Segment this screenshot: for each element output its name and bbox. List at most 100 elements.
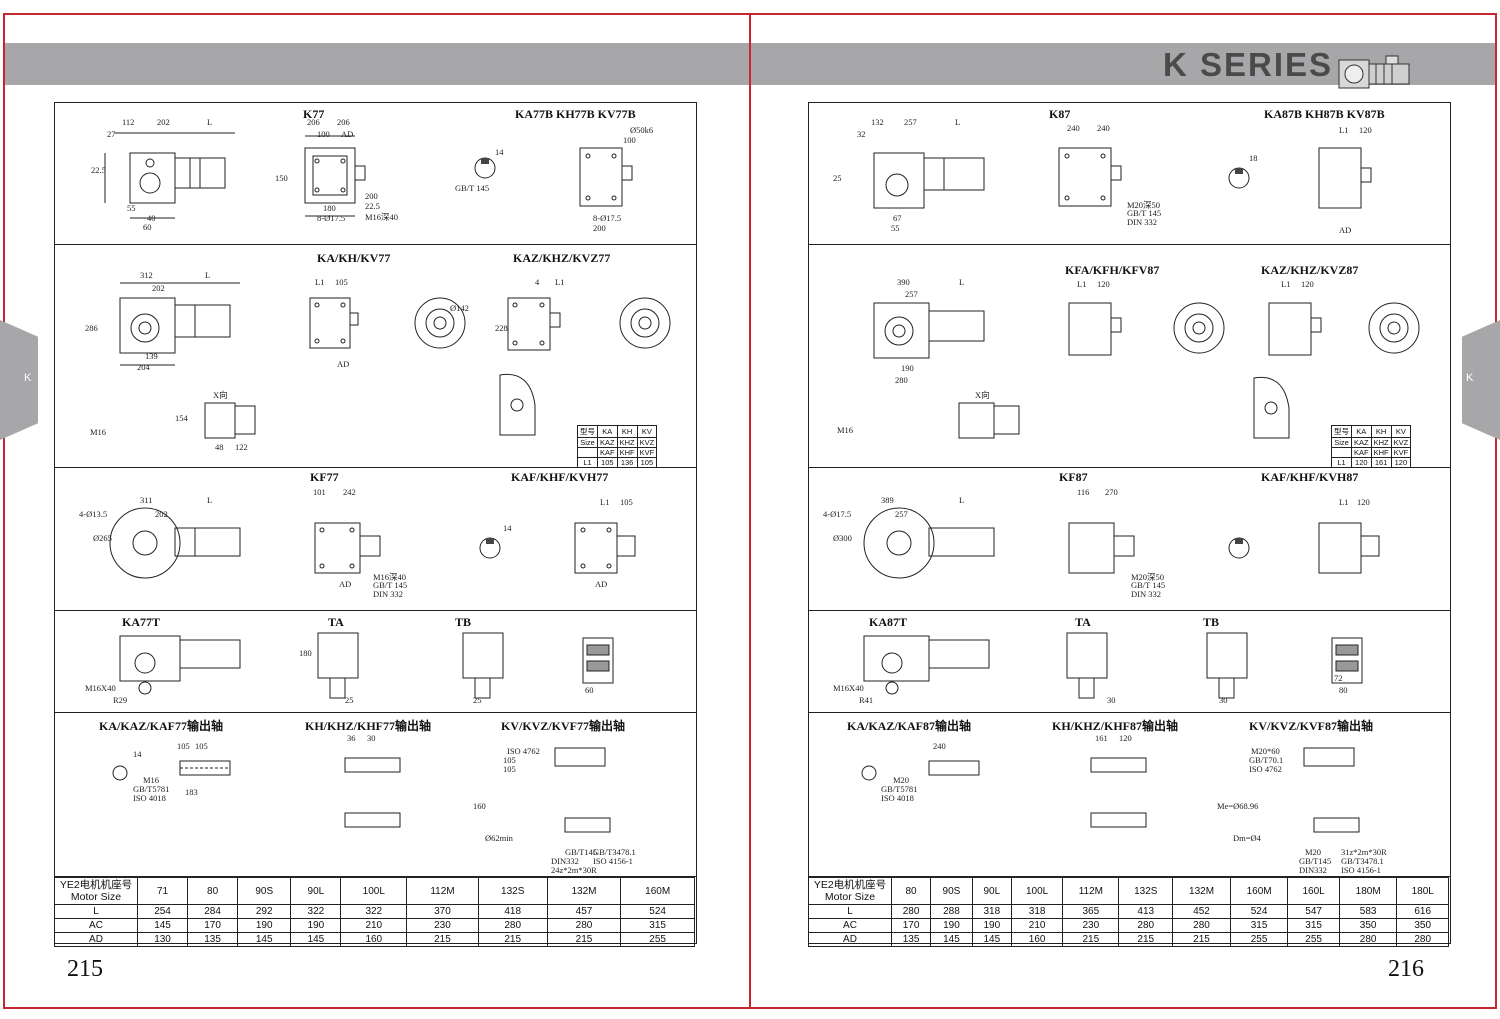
model-label: TB: [1203, 615, 1220, 629]
size-table-cell: 457: [546, 904, 622, 919]
dim-text: 206: [307, 117, 320, 127]
dim-text: 14: [133, 749, 142, 759]
size-table-cell: 80: [187, 877, 239, 905]
size-table-cell: 452: [1172, 904, 1231, 919]
dim-text: 257: [905, 289, 918, 299]
dim-text: 228: [495, 323, 508, 333]
left-border: [3, 13, 5, 1009]
dim-text: DIN 332: [373, 589, 403, 599]
dim-text: GB/T 145: [373, 580, 408, 590]
dim-text: DIN332: [551, 856, 579, 866]
dim-text: ISO 4156-1: [1341, 865, 1381, 875]
dim-text: GB/T 145: [1131, 580, 1166, 590]
size-table-cell: 280: [1118, 918, 1174, 933]
dim-text: 8-Ø17.5: [593, 213, 622, 223]
dim-text: 257: [904, 117, 917, 127]
dim-text: 240: [1097, 123, 1110, 133]
dim-text: M20*60: [1251, 746, 1280, 756]
dim-text: GB/T145: [1299, 856, 1332, 866]
dim-text: DIN 332: [1127, 217, 1157, 227]
dim-text: DIN332: [1299, 865, 1327, 875]
dim-text: X向: [975, 390, 990, 400]
k87-side-view-drawing: [849, 123, 999, 233]
dim-text: X向: [213, 390, 228, 400]
model-label: KA77B KH77B KV77B: [515, 107, 636, 121]
model-label: KV/KVZ/KVF87输出轴: [1249, 719, 1374, 733]
size-table-cell: 145: [971, 932, 1012, 947]
flange-circle-drawing-2: [1354, 293, 1434, 363]
mini-table-cell: [577, 447, 598, 458]
dim-text: 390: [897, 277, 910, 287]
dim-text: M16深40: [373, 572, 407, 582]
key-section-drawing: [470, 528, 510, 568]
dim-text: 14: [495, 147, 504, 157]
dim-text: 120: [1097, 279, 1110, 289]
page-number-right: 216: [1388, 956, 1424, 982]
size-table-cell: 90S: [930, 877, 973, 905]
size-table-cell: 145: [930, 932, 973, 947]
kh-output-shaft-drawing: [1081, 743, 1161, 843]
dim-text: 48: [215, 442, 224, 452]
dim-text: 200: [365, 191, 378, 201]
torque-arm-detail-drawing: [1239, 368, 1309, 448]
dim-text: L: [955, 117, 961, 127]
side-tab-right-label: K: [1466, 372, 1474, 384]
dim-text: M20: [893, 775, 910, 785]
dim-text: 72: [1334, 673, 1343, 683]
ka77t-side-view-drawing: [105, 628, 255, 698]
dim-text: 202: [152, 283, 165, 293]
dim-text: Ø62min: [485, 833, 513, 843]
dim-text: M16: [143, 775, 160, 785]
model-label: K87: [1049, 107, 1071, 121]
size-table-cell: 215: [1118, 932, 1174, 947]
mini-table-cell: Size: [577, 437, 598, 448]
dim-text: M20深50: [1127, 200, 1161, 210]
mini-table-cell: 型号: [577, 425, 598, 438]
mini-table-cell: KA: [597, 425, 618, 438]
size-table-cell: 255: [1287, 932, 1340, 947]
dim-text: 4-Ø17.5: [823, 509, 852, 519]
mini-table-cell: Size: [1331, 437, 1352, 448]
side-tab-left: K: [0, 320, 38, 440]
left-drawing-panel: K77 KA77B KH77B KV77B 112 202 L 27 22.5 …: [54, 102, 697, 947]
mini-table-cell: KVF: [1390, 447, 1412, 458]
mini-table-cell: L1: [577, 457, 598, 468]
dim-text: Ø142: [450, 303, 469, 313]
dim-text: Dm=Ø4: [1233, 833, 1261, 843]
size-table-cell: 280: [1172, 918, 1231, 933]
dim-text: 60: [143, 222, 152, 232]
dim-text: 139: [145, 351, 158, 361]
mini-table-cell: KV: [636, 425, 658, 438]
dim-text: M16X40: [833, 683, 864, 693]
mini-table-cell: KHZ: [1370, 437, 1392, 448]
dim-text: L1: [1339, 497, 1349, 507]
dim-text: 22.5: [365, 201, 380, 211]
model-label: KA/KAZ/KAF77输出轴: [99, 719, 224, 733]
dim-text: 55: [891, 223, 900, 233]
dim-text: AD: [595, 579, 608, 589]
mini-table-cell: KAZ: [597, 437, 618, 448]
size-table-cell: 547: [1287, 904, 1340, 919]
mini-table-cell: KA: [1351, 425, 1372, 438]
model-label: TA: [328, 615, 344, 629]
x-direction-view-drawing: [195, 398, 265, 448]
hollow-shaft-view-drawing: [1299, 138, 1389, 228]
dim-text: 105: [195, 741, 208, 751]
dim-text: 80: [1339, 685, 1348, 695]
rubber-buffer-drawing: [1324, 633, 1374, 693]
size-table-cell: 350: [1338, 918, 1398, 933]
size-table-cell: 370: [406, 904, 479, 919]
dim-text: Ø265: [93, 533, 112, 543]
size-table-cell: 583: [1338, 904, 1398, 919]
size-table-cell: 90L: [971, 877, 1012, 905]
mini-table-cell: L1: [1331, 457, 1352, 468]
k87-front-view-drawing: [1039, 128, 1139, 228]
size-table-cell: 288: [930, 904, 973, 919]
series-title: K SERIES: [1163, 46, 1334, 83]
dim-text: 105: [503, 764, 516, 774]
dim-text: 206: [337, 117, 350, 127]
size-table-cell: 170: [187, 918, 239, 933]
size-table-cell: 71: [136, 877, 189, 905]
